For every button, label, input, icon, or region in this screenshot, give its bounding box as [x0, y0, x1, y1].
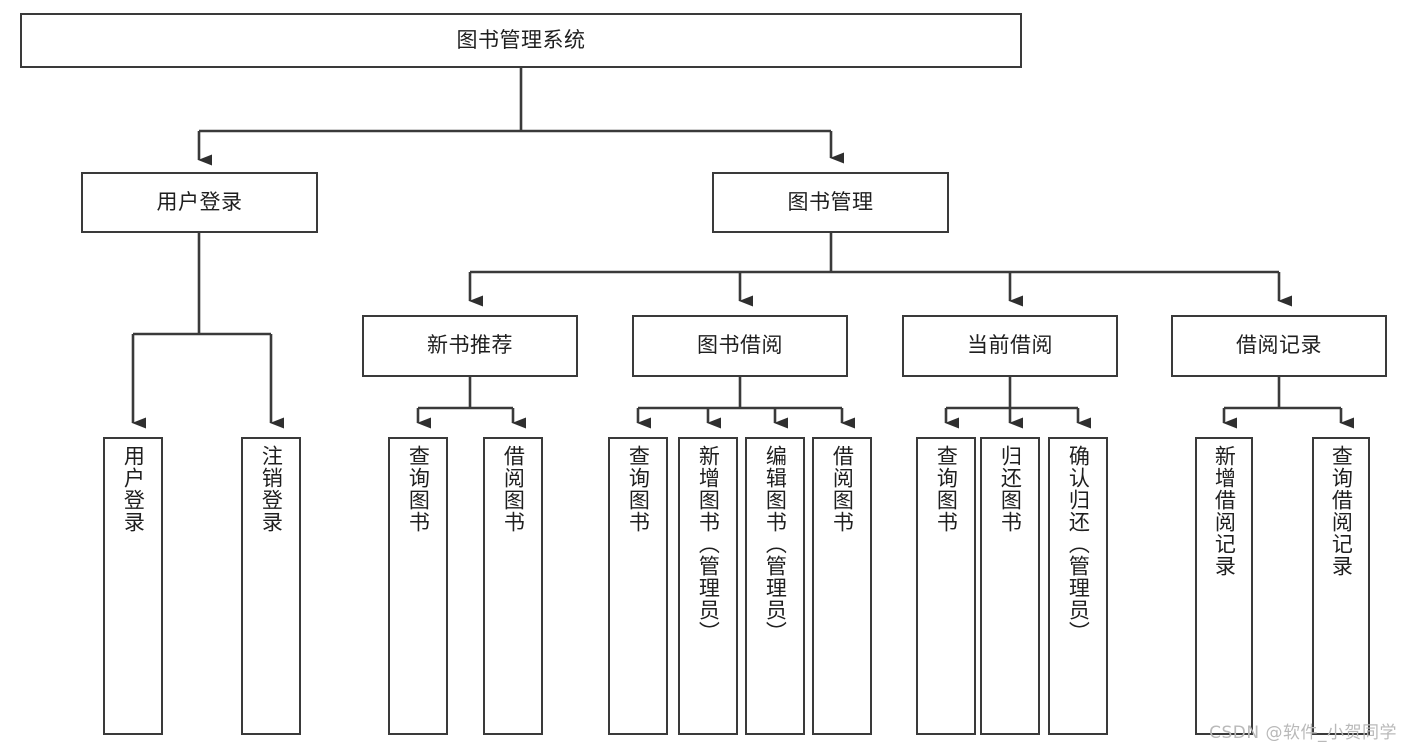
node-label: 新增图书（管理员） — [696, 445, 721, 643]
leaf-user-login-logout[interactable]: 注销登录 — [241, 437, 301, 735]
watermark-text: CSDN @软件_小贺同学 — [1209, 723, 1397, 743]
node-user-login[interactable]: 用户登录 — [81, 172, 318, 233]
node-label: 新增借阅记录 — [1212, 445, 1237, 577]
node-label: 查询借阅记录 — [1329, 445, 1354, 577]
node-label: 借阅图书 — [501, 445, 526, 533]
leaf-book-borrow-add-admin[interactable]: 新增图书（管理员） — [678, 437, 738, 735]
node-new-book-recommendation[interactable]: 新书推荐 — [362, 315, 578, 377]
node-label: 图书借阅 — [697, 333, 783, 358]
leaf-book-borrow-borrow[interactable]: 借阅图书 — [812, 437, 872, 735]
node-label: 确认归还（管理员） — [1066, 445, 1091, 643]
leaf-book-borrow-query[interactable]: 查询图书 — [608, 437, 668, 735]
node-label: 查询图书 — [626, 445, 651, 533]
node-book-borrowing[interactable]: 图书借阅 — [632, 315, 848, 377]
node-label: 当前借阅 — [967, 333, 1053, 358]
leaf-borrow-record-add[interactable]: 新增借阅记录 — [1195, 437, 1253, 735]
leaf-current-borrow-return[interactable]: 归还图书 — [980, 437, 1040, 735]
node-label: 查询图书 — [934, 445, 959, 533]
node-label: 图书管理系统 — [456, 27, 586, 52]
node-root-book-management-system[interactable]: 图书管理系统 — [20, 13, 1022, 68]
node-book-management[interactable]: 图书管理 — [712, 172, 949, 233]
node-current-borrowing[interactable]: 当前借阅 — [902, 315, 1118, 377]
leaf-new-book-query[interactable]: 查询图书 — [388, 437, 448, 735]
node-label: 归还图书 — [998, 445, 1023, 533]
node-label: 用户登录 — [156, 189, 243, 214]
node-label: 查询图书 — [406, 445, 431, 533]
leaf-current-borrow-query[interactable]: 查询图书 — [916, 437, 976, 735]
leaf-book-borrow-edit-admin[interactable]: 编辑图书（管理员） — [745, 437, 805, 735]
node-label: 编辑图书（管理员） — [763, 445, 788, 643]
node-label: 用户登录 — [121, 445, 146, 533]
node-label: 图书管理 — [787, 189, 874, 214]
node-label: 借阅图书 — [830, 445, 855, 533]
node-label: 借阅记录 — [1236, 333, 1322, 358]
leaf-user-login-login[interactable]: 用户登录 — [103, 437, 163, 735]
leaf-new-book-borrow[interactable]: 借阅图书 — [483, 437, 543, 735]
node-label: 新书推荐 — [427, 333, 513, 358]
node-borrowing-record[interactable]: 借阅记录 — [1171, 315, 1387, 377]
leaf-current-borrow-confirm-return-admin[interactable]: 确认归还（管理员） — [1048, 437, 1108, 735]
leaf-borrow-record-query[interactable]: 查询借阅记录 — [1312, 437, 1370, 735]
node-label: 注销登录 — [259, 445, 284, 533]
